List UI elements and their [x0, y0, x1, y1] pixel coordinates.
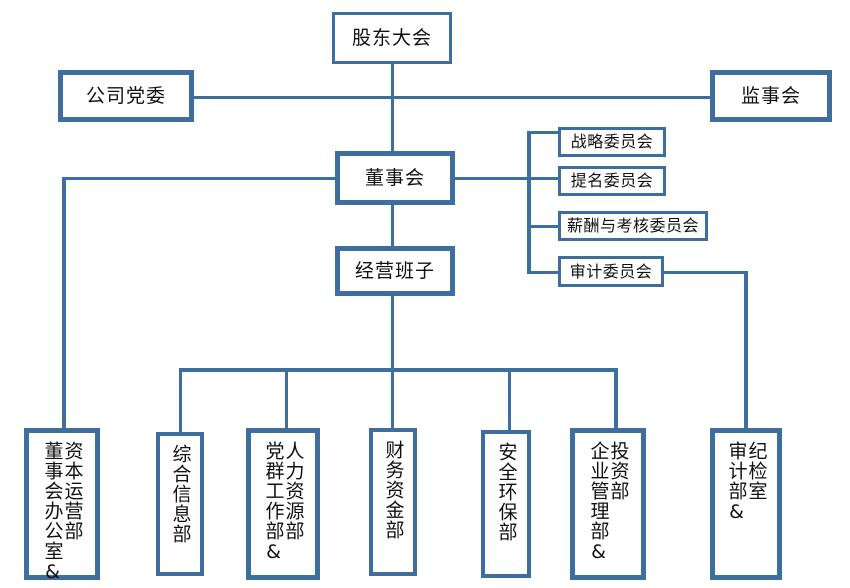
edge-spine-audit-committee: [527, 271, 560, 274]
edge-auditcommittee-auditdept-horizontal: [662, 271, 747, 274]
node-audit-committee[interactable]: 审计委员会: [558, 256, 664, 287]
node-management-label: 经营班子: [354, 259, 435, 282]
node-investment-label-col2: 企业管理部&: [587, 441, 610, 564]
node-strategy-committee-label: 战略委员会: [570, 132, 654, 152]
node-shareholders[interactable]: 股东大会: [332, 12, 452, 64]
node-general-info[interactable]: 综合信息部: [156, 432, 204, 576]
node-investment-label-col1: 投资部: [607, 441, 630, 501]
edge-party-supervisors: [194, 96, 710, 99]
node-board[interactable]: 董事会: [335, 151, 455, 205]
node-management[interactable]: 经营班子: [335, 246, 455, 296]
node-safety-env[interactable]: 安全环保部: [481, 430, 531, 578]
drop-finance: [391, 368, 394, 438]
node-investment[interactable]: 投资部 企业管理部&: [570, 428, 646, 580]
edge-board-management: [391, 205, 394, 246]
edge-management-bus: [391, 296, 394, 370]
node-audit-dept-label-col2: 审计部&: [725, 441, 748, 524]
node-audit-dept[interactable]: 纪检室 审计部&: [710, 428, 782, 580]
node-capital-ops-label-col1: 资本运营部: [61, 441, 84, 541]
node-shareholders-label: 股东大会: [351, 26, 432, 49]
node-general-info-label-col1: 综合信息部: [169, 444, 192, 544]
edge-spine-nomination: [527, 177, 560, 180]
committee-spine: [527, 131, 531, 273]
edge-spine-strategy: [527, 131, 560, 134]
node-capital-ops-label-col2: 董事会办公室&: [41, 441, 64, 584]
node-finance-label-col1: 财务资金部: [382, 440, 405, 540]
node-party-committee-label: 公司党委: [85, 84, 166, 107]
edge-board-committees-horizontal: [455, 177, 530, 180]
edge-board-capitalops-vertical: [62, 177, 66, 438]
node-hr-label-col2: 党群工作部&: [262, 441, 285, 564]
node-supervisors-label: 监事会: [740, 84, 801, 107]
edge-board-capitalops-horizontal: [62, 177, 336, 180]
edge-auditcommittee-auditdept-vertical: [744, 271, 748, 438]
node-nomination-committee-label: 提名委员会: [570, 171, 654, 191]
drop-investment: [614, 368, 618, 438]
node-safety-env-label-col1: 安全环保部: [495, 442, 518, 542]
edge-spine-compensation: [527, 225, 560, 228]
node-hr-label-col1: 人力资源部: [282, 441, 305, 541]
edge-shareholders-board: [391, 64, 394, 180]
node-compensation-committee[interactable]: 薪酬与考核委员会: [558, 211, 708, 241]
node-capital-ops[interactable]: 资本运营部 董事会办公室&: [24, 428, 100, 584]
node-strategy-committee[interactable]: 战略委员会: [558, 127, 666, 157]
node-nomination-committee[interactable]: 提名委员会: [558, 166, 666, 196]
drop-general-info: [179, 368, 182, 438]
drop-hr: [285, 368, 288, 438]
node-audit-committee-label: 审计委员会: [569, 261, 653, 281]
node-party-committee[interactable]: 公司党委: [58, 70, 194, 122]
drop-safety-env: [508, 368, 511, 438]
node-audit-dept-label-col1: 纪检室: [745, 441, 768, 501]
node-hr[interactable]: 人力资源部 党群工作部&: [246, 428, 320, 580]
node-compensation-committee-label: 薪酬与考核委员会: [566, 216, 699, 236]
node-supervisors[interactable]: 监事会: [710, 70, 832, 122]
department-bus: [179, 368, 617, 372]
node-board-label: 董事会: [364, 166, 425, 189]
node-finance[interactable]: 财务资金部: [369, 428, 417, 576]
